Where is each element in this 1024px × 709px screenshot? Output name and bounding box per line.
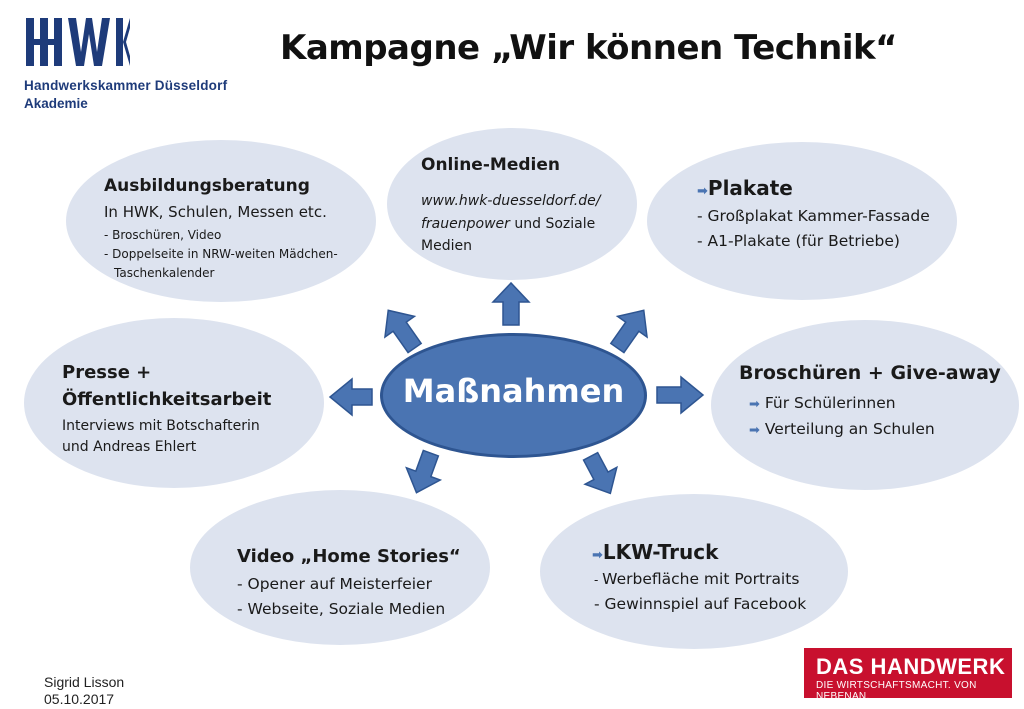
- lkw-line1: - Werbefläche mit Portraits: [594, 570, 799, 588]
- bubble-broschueren: [711, 320, 1019, 490]
- broschueren-line2: ➡ Verteilung an Schulen: [749, 420, 935, 438]
- hwk-logo: [26, 18, 130, 68]
- online-line2-link: frauenpower: [421, 216, 510, 232]
- online-line3: Medien: [421, 238, 472, 254]
- online-line2-rest: und Soziale: [509, 216, 596, 232]
- arrow-right: [656, 375, 705, 415]
- video-line1: - Opener auf Meisterfeier: [237, 575, 432, 593]
- plakate-line1: - Großplakat Kammer-Fassade: [697, 207, 930, 225]
- broschueren-line2-text: Verteilung an Schulen: [764, 420, 935, 438]
- arrow-down-right: [582, 451, 618, 495]
- bubble-ausbildung: [66, 140, 376, 302]
- lkw-line1-dash: -: [594, 573, 603, 587]
- lkw-title-text: LKW-Truck: [602, 540, 719, 564]
- ausbildung-line4: Taschenkalender: [114, 266, 215, 280]
- lkw-line2: - Gewinnspiel auf Facebook: [594, 595, 807, 613]
- broschueren-line1: ➡ Für Schülerinnen: [749, 394, 896, 412]
- org-name: Handwerkskammer Düsseldorf: [24, 78, 228, 93]
- ausbildung-line2: - Broschüren, Video: [104, 228, 222, 242]
- page-title: Kampagne „Wir können Technik“: [280, 28, 897, 68]
- arrow-up-left: [384, 309, 423, 354]
- presse-title1: Presse +: [62, 362, 152, 383]
- online-line1: www.hwk-duesseldorf.de/: [421, 193, 601, 209]
- presse-line1: Interviews mit Botschafterin: [62, 418, 260, 434]
- das-handwerk-logo: [804, 648, 1012, 698]
- arrow-bullet-icon: ➡: [697, 184, 708, 199]
- arrow-down-left: [405, 449, 443, 494]
- arrow-left: [328, 377, 373, 417]
- bubble-lkw: [540, 494, 848, 649]
- arrow-bullet-icon: ➡: [749, 423, 760, 438]
- lkw-line1-text: Werbefläche mit Portraits: [602, 570, 800, 588]
- org-subname: Akademie: [24, 96, 88, 111]
- badge-tagline: DIE WIRTSCHAFTSMACHT. VON NEBENAN.: [816, 680, 977, 702]
- online-title: Online-Medien: [421, 155, 560, 175]
- footer-date: 05.10.2017: [44, 691, 115, 707]
- bubble-plakate: [647, 142, 957, 300]
- video-line2: - Webseite, Soziale Medien: [237, 600, 446, 618]
- plakate-line2: - A1-Plakate (für Betriebe): [697, 232, 900, 250]
- online-line2: frauenpower und Soziale: [421, 216, 595, 232]
- badge-title: DAS HANDWERK: [816, 654, 1006, 679]
- bubble-presse: [24, 318, 324, 488]
- ausbildung-title: Ausbildungsberatung: [104, 176, 310, 196]
- arrow-bullet-icon: ➡: [749, 397, 760, 412]
- presse-title2: Öffentlichkeitsarbeit: [62, 389, 272, 410]
- bubble-online: [387, 128, 637, 280]
- broschueren-line1-text: Für Schülerinnen: [764, 394, 896, 412]
- center-ellipse: [380, 333, 647, 458]
- arrow-up-right: [609, 309, 648, 354]
- presse-line2: und Andreas Ehlert: [62, 439, 197, 455]
- plakate-title: ➡Plakate: [697, 176, 793, 200]
- ausbildung-line1: In HWK, Schulen, Messen etc.: [104, 203, 327, 221]
- arrow-up: [491, 281, 531, 326]
- plakate-title-text: Plakate: [707, 176, 793, 200]
- arrow-bullet-icon: ➡: [592, 548, 603, 563]
- broschueren-title: Broschüren + Give-away: [739, 362, 1001, 384]
- footer-author: Sigrid Lisson: [44, 674, 125, 690]
- ausbildung-line3: - Doppelseite in NRW-weiten Mädchen-: [104, 247, 338, 261]
- lkw-title: ➡LKW-Truck: [592, 540, 718, 564]
- center-label: Maßnahmen: [402, 372, 625, 410]
- bubble-video: [190, 490, 490, 645]
- video-title: Video „Home Stories“: [237, 546, 461, 567]
